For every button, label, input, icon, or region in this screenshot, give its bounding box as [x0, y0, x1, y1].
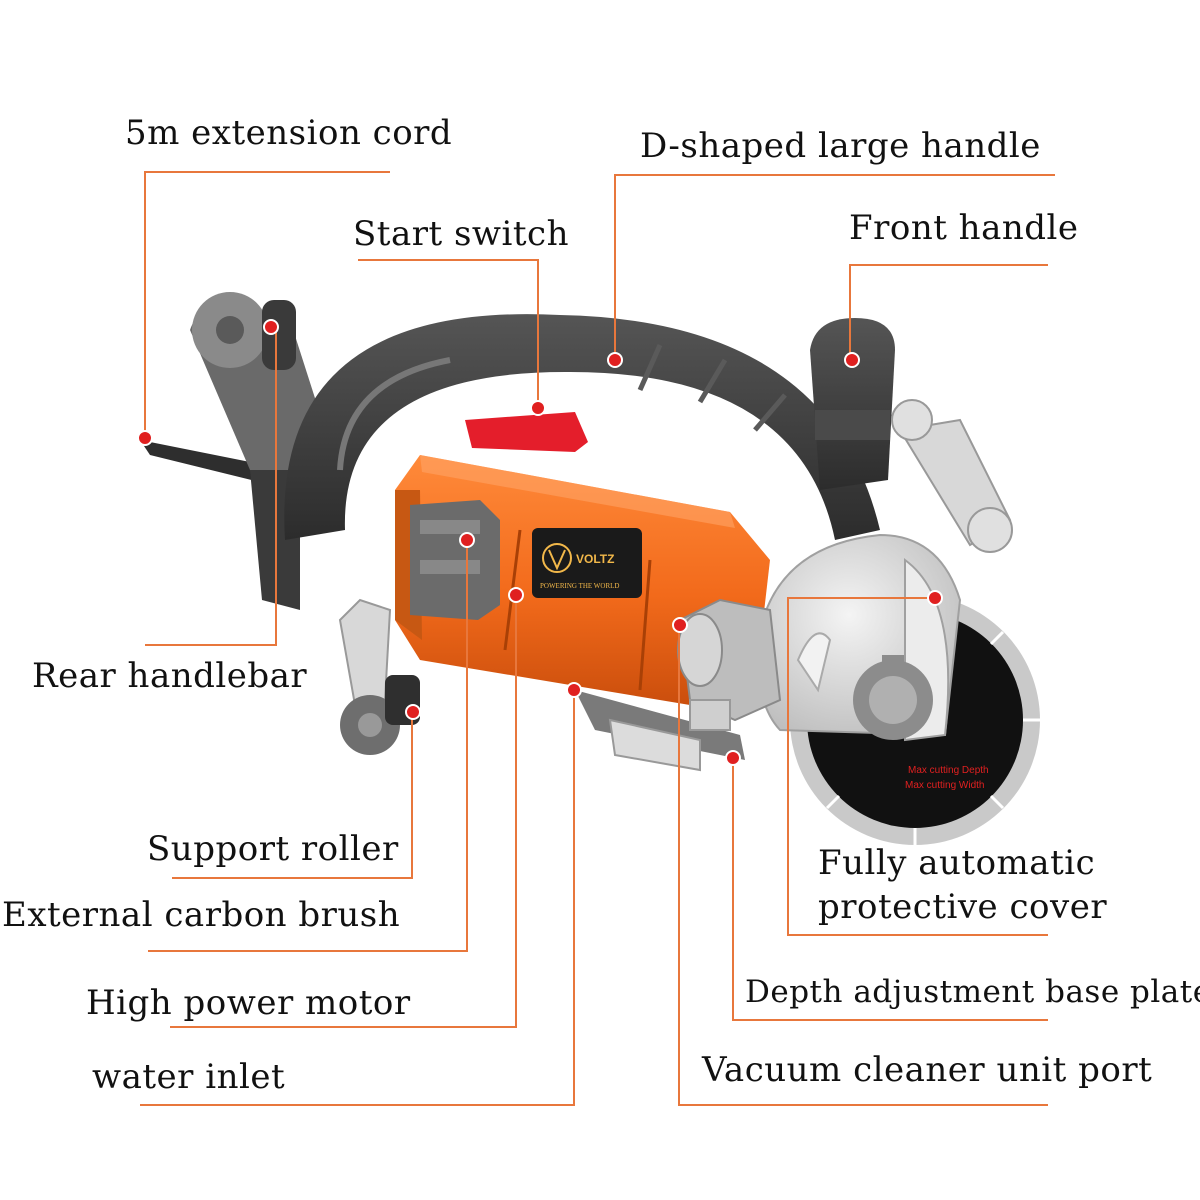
label-front-handle: Front handle: [849, 208, 1079, 248]
dot-brush: [459, 532, 475, 548]
vacuum-port-housing: [677, 598, 782, 722]
leader-cover: [787, 597, 1048, 936]
dot-water: [566, 682, 582, 698]
leader-brush: [148, 540, 468, 952]
label-rear-handlebar: Rear handlebar: [32, 656, 308, 696]
depth-base-plate: [575, 690, 745, 772]
dot-depth: [725, 750, 741, 766]
dot-rear: [263, 319, 279, 335]
dot-ext-cord: [137, 430, 153, 446]
leader-rear: [145, 327, 277, 646]
protective-cover: [757, 533, 962, 742]
front-handle: [810, 318, 895, 490]
dot-vacuum: [672, 617, 688, 633]
label-depth-base-plate: Depth adjustment base plate: [745, 974, 1200, 1010]
label-high-power-motor: High power motor: [86, 983, 411, 1023]
leader-depth: [732, 758, 1048, 1021]
d-shaped-handle: [284, 314, 880, 540]
leader-front: [849, 264, 1048, 360]
marker-dots: [137, 319, 943, 766]
blade-text-depth: Max cutting Depth: [908, 765, 989, 776]
leader-lines: [140, 171, 1055, 1106]
label-extension-cord: 5m extension cord: [125, 113, 453, 153]
leader-vacuum: [678, 625, 1048, 1106]
label-carbon-brush: External carbon brush: [2, 895, 401, 935]
blade-text-width: Max cutting Width: [905, 780, 984, 791]
label-support-roller: Support roller: [147, 829, 399, 869]
dot-cover: [927, 590, 943, 606]
label-vacuum-port: Vacuum cleaner unit port: [702, 1050, 1153, 1090]
dot-front: [844, 352, 860, 368]
brand-tagline: POWERING THE WORLD: [540, 582, 619, 590]
dot-d-handle: [607, 352, 623, 368]
dot-start: [530, 400, 546, 416]
leader-motor: [170, 595, 517, 1028]
dot-motor: [508, 587, 524, 603]
leader-roller: [172, 712, 413, 879]
brand-logo: VOLTZ POWERING THE WORLD: [532, 528, 642, 598]
cover-lever: [891, 399, 1013, 553]
leader-ext-cord: [144, 171, 390, 438]
leader-start: [358, 259, 539, 408]
leader-water: [140, 690, 575, 1106]
label-start-switch: Start switch: [353, 214, 569, 254]
label-water-inlet: water inlet: [92, 1057, 286, 1097]
start-switch: [465, 412, 588, 452]
brand-name: VOLTZ: [576, 552, 614, 566]
label-protective-cover: Fully automatic protective cover: [818, 843, 1108, 927]
label-d-shaped-handle: D-shaped large handle: [640, 126, 1041, 166]
carbon-brush-housing: [410, 500, 500, 620]
leader-d-handle: [614, 174, 1055, 360]
dot-roller: [405, 704, 421, 720]
